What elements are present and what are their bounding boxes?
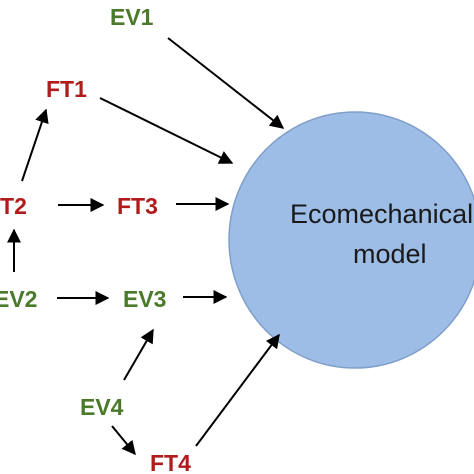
arrow-ft2-to-ft1 (21, 108, 49, 182)
node-ev4: EV4 (80, 394, 124, 420)
model-ellipse (228, 111, 474, 369)
model-label-line1: Ecomechanical (290, 199, 473, 229)
node-ev1: EV1 (110, 4, 154, 30)
arrow-ev4-to-ft4 (111, 425, 136, 456)
arrow-ft1-to-model (99, 97, 234, 164)
node-ft2: FT2 (0, 193, 27, 219)
node-ft1: FT1 (46, 76, 87, 102)
arrow-ev1-to-model (167, 37, 285, 129)
arrow-ev4-to-ev3 (123, 328, 154, 381)
node-ft4: FT4 (150, 450, 191, 474)
arrow-ft4-to-model (195, 333, 280, 447)
node-ft3: FT3 (117, 193, 158, 219)
node-ev2: EV2 (0, 286, 37, 312)
model-label-line2: model (353, 239, 427, 269)
node-ev3: EV3 (123, 286, 166, 312)
